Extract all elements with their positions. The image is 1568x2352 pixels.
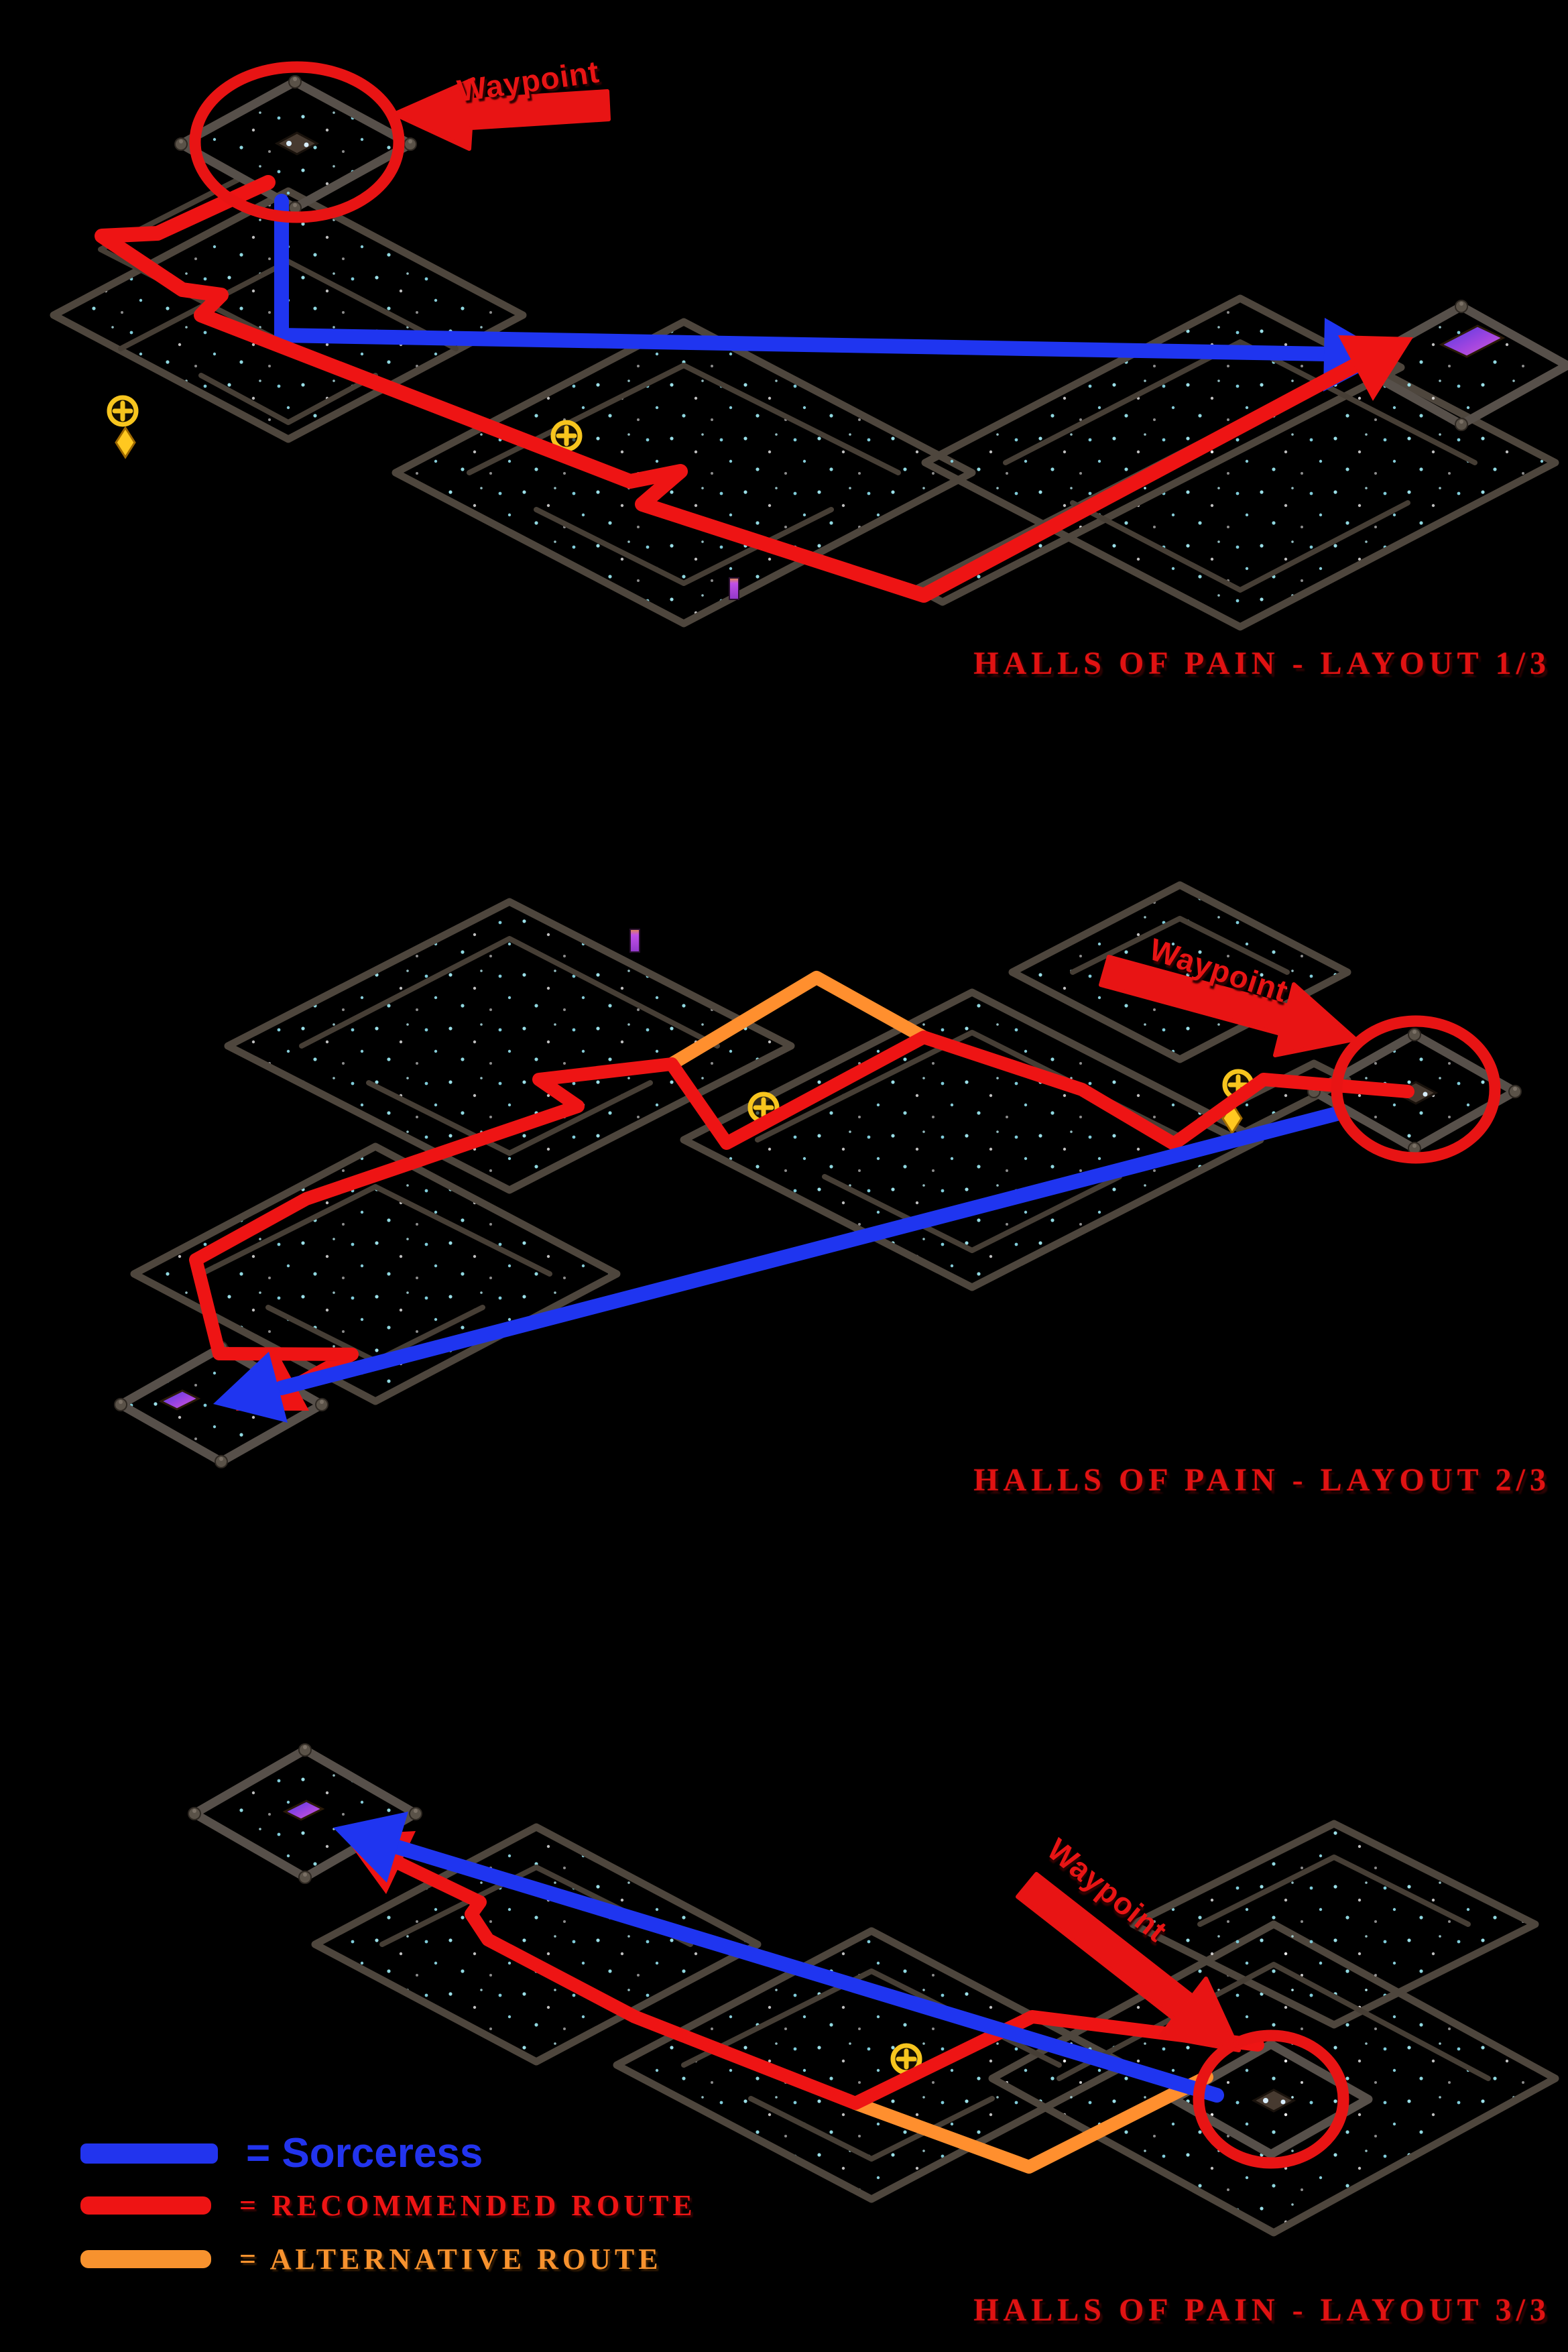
- map-title-1: HALLS OF PAIN - LAYOUT 1/3: [973, 646, 1551, 681]
- exit-room: [1349, 300, 1568, 431]
- stairs-down-icon: [158, 1389, 201, 1411]
- sorceress-route-arrowhead: [213, 1352, 288, 1423]
- sorceress-route-line: [368, 1833, 1224, 2103]
- waypoint-arrow: [1099, 955, 1358, 1057]
- stairs-down-icon: [282, 1800, 325, 1821]
- stairs-down-icon: [1439, 325, 1506, 358]
- map-title-3: HALLS OF PAIN - LAYOUT 3/3: [973, 2292, 1551, 2328]
- door-icon: [629, 929, 640, 953]
- recommended-route-arrowhead: [1338, 335, 1413, 401]
- map-layout-3: [188, 1743, 1559, 2237]
- sorceress-route-line: [274, 194, 1335, 361]
- sorceress-route-line: [274, 1106, 1347, 1395]
- waypoint-circle: [1193, 2030, 1349, 2169]
- recommended-route-line: [95, 175, 1375, 603]
- alternative-route-line: [665, 971, 930, 1071]
- waypoint-circle: [189, 61, 405, 223]
- waypoint-room: [1169, 2040, 1373, 2159]
- recommended-route-line: [189, 1031, 1414, 1396]
- waypoint-arrow: [392, 77, 611, 151]
- gold-diamond-icon: [115, 426, 136, 459]
- map-layout-1: [50, 61, 1568, 631]
- waypoint-arrow: [1016, 1872, 1241, 2052]
- shrine-icon: [109, 398, 136, 424]
- door-icon: [729, 577, 739, 600]
- waypoint-circle: [1331, 1015, 1501, 1164]
- sorceress-route-arrowhead: [333, 1812, 408, 1883]
- map-layout-2: [114, 881, 1522, 1468]
- alternative-route-line: [849, 2070, 1213, 2174]
- map-title-2: HALLS OF PAIN - LAYOUT 2/3: [973, 1462, 1551, 1498]
